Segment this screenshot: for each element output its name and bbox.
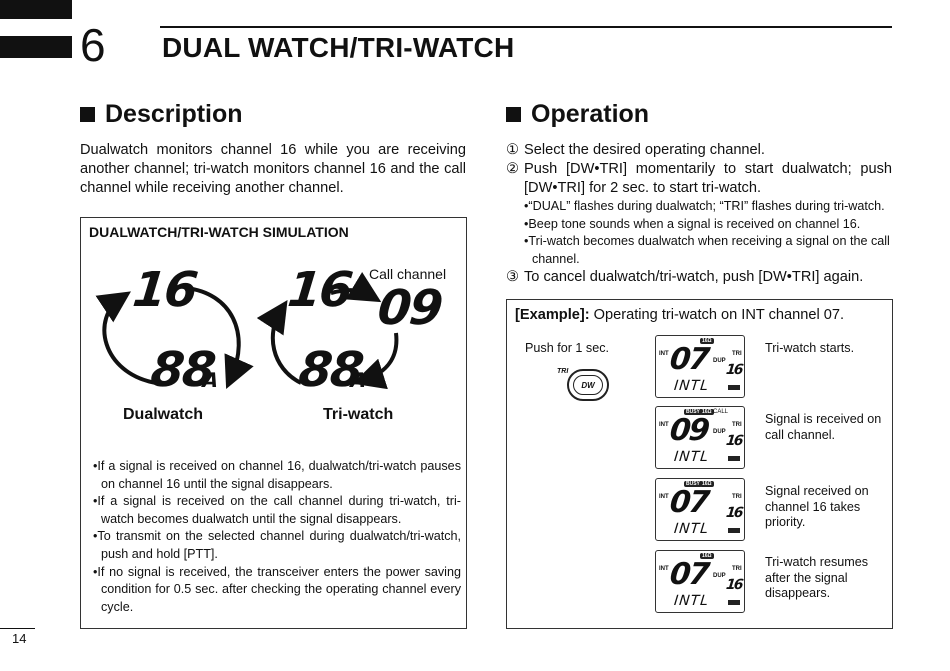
- lcd-sub-channel: 16: [725, 362, 743, 378]
- lcd-channel: 07: [668, 557, 710, 592]
- lcd-display: 16Ω INT DUP TRI 07 16 INTL: [655, 550, 745, 613]
- battery-icon: [728, 600, 740, 605]
- example-box: [Example]: Operating tri-watch on INT ch…: [506, 299, 893, 629]
- dual-arrow-left: [95, 291, 157, 385]
- lcd-channel: 09: [668, 413, 710, 448]
- operation-heading: Operation: [506, 100, 649, 129]
- simulation-notes: •If a signal is received on channel 16, …: [89, 458, 461, 616]
- simulation-title: DUALWATCH/TRI-WATCH SIMULATION: [89, 224, 349, 240]
- display-caption: Tri-watch starts.: [765, 341, 855, 355]
- example-title: [Example]: Operating tri-watch on INT ch…: [515, 307, 845, 323]
- list-item: •If a signal is received on channel 16, …: [93, 459, 461, 491]
- lcd-display: BUSY 16Ω INT TRI 07 16 INTL: [655, 478, 745, 541]
- call-channel-label: Call channel: [369, 266, 447, 282]
- push-label: Push for 1 sec.: [525, 341, 609, 355]
- dualwatch-label: Dualwatch: [123, 406, 204, 423]
- list-item: •Beep tone sounds when a signal is recei…: [524, 216, 861, 231]
- list-item: •“DUAL” flashes during dualwatch; “TRI” …: [524, 199, 885, 213]
- list-item: •To transmit on the selected channel dur…: [93, 529, 461, 561]
- display-caption: Signal received on channel 16 takes prio…: [765, 484, 869, 530]
- simulation-diagram: [95, 271, 399, 390]
- lcd-display: 16Ω INT DUP TRI 07 16 INTL: [655, 335, 745, 398]
- lcd-bottom: INTL: [673, 593, 710, 609]
- list-item: •Tri-watch becomes dualwatch when receiv…: [524, 234, 890, 266]
- dual-top-channel: 16: [130, 262, 199, 318]
- heading-square-icon: [506, 107, 521, 122]
- battery-icon: [728, 528, 740, 533]
- chapter-number: 6: [80, 19, 106, 71]
- heading-square-icon: [80, 107, 95, 122]
- lcd-display: BUSY 16Ω CALL INT DUP TRI 09 16 INTL: [655, 406, 745, 469]
- header-bar: [0, 36, 72, 58]
- list-item: ③ To cancel dualwatch/tri-watch, push [D…: [506, 269, 864, 286]
- lcd-bottom: INTL: [673, 378, 710, 394]
- dual-arrow-right: [185, 286, 254, 389]
- lcd-sub-channel: 16: [725, 577, 743, 593]
- page-number: 14: [12, 631, 27, 646]
- display-caption: Signal is received on call channel.: [765, 412, 882, 442]
- lcd-channel: 07: [668, 485, 710, 520]
- header-bar: [0, 0, 72, 19]
- header-rule: [160, 26, 892, 28]
- operation-steps: ① Select the desired operating channel. …: [506, 141, 892, 287]
- dw-key-label: DW: [573, 375, 603, 395]
- lcd-sub-channel: 16: [725, 505, 743, 521]
- tri-bottom-suffix: A: [349, 368, 366, 392]
- tri-top-channel: 16: [285, 262, 354, 318]
- simulation-box: DUALWATCH/TRI-WATCH SIMULATION 16 88 A 1…: [80, 217, 467, 629]
- lcd-channel: 07: [668, 342, 710, 377]
- list-item: ② Push [DW•TRI] momentarily to start dua…: [506, 161, 892, 196]
- lcd-sub-channel: 16: [725, 433, 743, 449]
- chapter-title: DUAL WATCH/TRI-WATCH: [162, 32, 515, 63]
- tri-arrow-left: [256, 299, 302, 385]
- list-item: ① Select the desired operating channel.: [506, 142, 765, 158]
- lcd-bottom: INTL: [673, 521, 710, 537]
- dw-tri-key[interactable]: DW: [567, 369, 609, 401]
- description-paragraph: Dualwatch monitors channel 16 while you …: [80, 142, 466, 196]
- tri-call-channel: 09: [375, 280, 444, 336]
- description-heading: Description: [80, 100, 243, 129]
- display-caption: Tri-watch resumes after the signal disap…: [765, 555, 869, 601]
- tri-arrow-right: [352, 332, 399, 390]
- dual-bottom-suffix: A: [201, 368, 218, 392]
- tri-arrow-top: [330, 271, 382, 303]
- triwatch-label: Tri-watch: [323, 406, 394, 423]
- battery-icon: [728, 456, 740, 461]
- page-rule: [0, 628, 35, 629]
- list-item: •If no signal is received, the transceiv…: [93, 564, 461, 614]
- list-item: •If a signal is received on the call cha…: [93, 494, 461, 526]
- battery-icon: [728, 385, 740, 390]
- lcd-bottom: INTL: [673, 449, 710, 465]
- key-tri-label: TRI: [557, 368, 569, 375]
